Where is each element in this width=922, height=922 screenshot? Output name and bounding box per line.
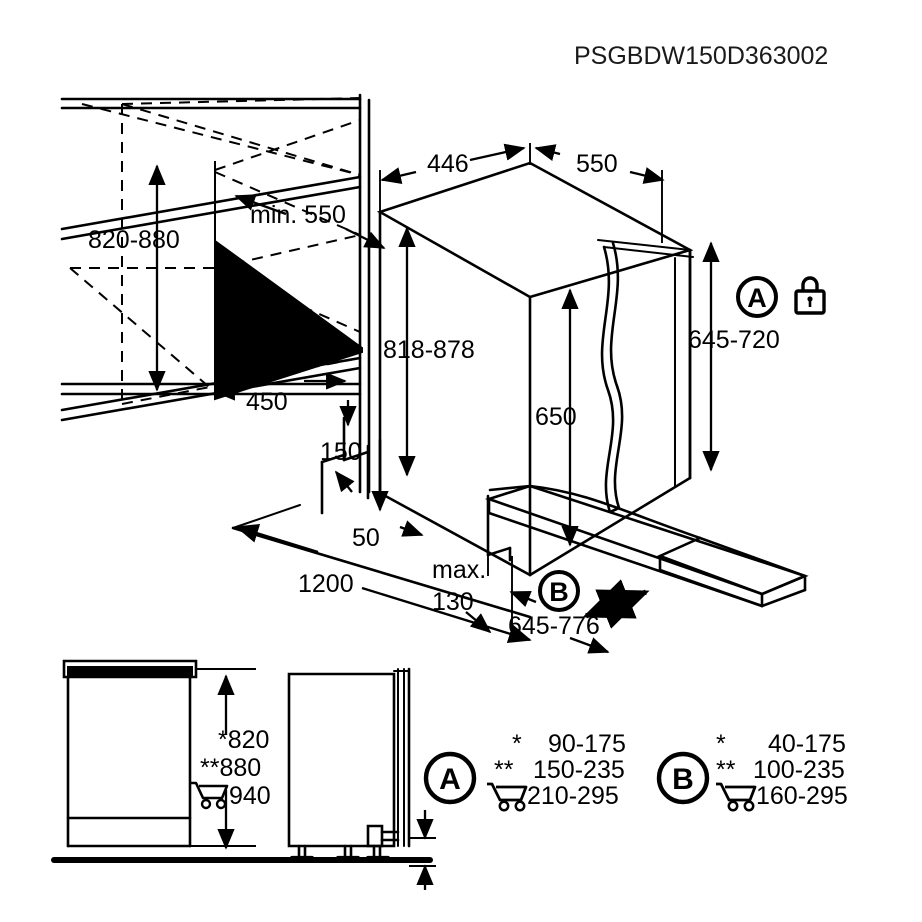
dim-650-label: 650: [535, 403, 577, 431]
legend-b-star2-value: 100-235: [753, 756, 845, 784]
dim-550-leader-left: [534, 144, 561, 161]
niche-cabinet-view: 820-880 min. 550 450: [60, 93, 386, 494]
drawing-title: PSGBDW150D363002: [574, 42, 828, 70]
dim-446-label: 446: [427, 150, 469, 178]
legend-a-badge-circle: [423, 751, 477, 805]
side-elevation-view: [287, 667, 436, 890]
dim-50-label: 50: [352, 524, 380, 552]
badge-b-circle: [538, 570, 580, 612]
legend-b-badge-label: B: [672, 763, 694, 796]
dim-550-label: 550: [576, 150, 618, 178]
legend-b-badge-circle: [656, 751, 710, 805]
dim-niche-height-label: 820-880: [88, 226, 180, 254]
dim-niche-depth-label: min. 550: [250, 201, 346, 229]
dim-550-leader-right: [629, 167, 665, 184]
dim-max-value-label: 130: [432, 588, 474, 616]
dim-645-776-leader-left: [509, 590, 537, 608]
front-height-cart-label: 940: [229, 782, 271, 810]
dim-max130-leader: [465, 611, 492, 634]
dim-446-leader-left: [380, 167, 417, 185]
front-height-star1-label: *820: [218, 726, 269, 754]
dim-50-leader-right: [399, 520, 424, 537]
dim-446-leader-right: [469, 143, 526, 162]
legend-a-badge-label: A: [439, 763, 461, 796]
dim-645-720-label: 645-720: [688, 326, 780, 354]
legend-b-star2-mark: **: [716, 756, 736, 784]
dim-150-leader-bottom: [334, 470, 355, 493]
legend-b: B * 40-175 ** 100-235 160-295: [656, 730, 848, 812]
legend-a-star2-mark: **: [494, 756, 514, 784]
dim-645-776-label: 645-776: [508, 612, 600, 640]
shopping-cart-icon: [191, 781, 229, 810]
front-elevation-view: *820 **880 940: [62, 659, 271, 850]
dim-150-label: 150: [320, 438, 362, 466]
dim-1200-leader-left: [235, 523, 319, 554]
door-slide-double-arrow: [582, 579, 650, 629]
badge-a-label: A: [747, 283, 767, 313]
legend-a-star1-value: 90-175: [548, 730, 626, 758]
legend-a: A * 90-175 ** 150-235 210-295: [423, 730, 626, 812]
legend-a-star1-mark: *: [512, 730, 522, 758]
appliance-isometric-view: 446 550 818-878 650 645-720 150 50: [231, 143, 826, 654]
legend-a-star2-value: 150-235: [533, 756, 625, 784]
dim-niche-width-label: 450: [246, 388, 288, 416]
badge-b-label: B: [549, 577, 569, 607]
dim-niche-depth-leader-left: [234, 194, 287, 216]
dim-645-776-leader-right: [569, 636, 610, 654]
front-height-star2-label: **880: [200, 754, 261, 782]
dim-818-878-label: 818-878: [383, 336, 475, 364]
legend-b-shopping-cart-icon: [716, 782, 757, 812]
legend-b-cart-value: 160-295: [756, 782, 848, 810]
dim-1200-label: 1200: [298, 570, 354, 598]
badge-a-circle: [736, 276, 778, 318]
legend-a-shopping-cart-icon: [487, 782, 528, 812]
legend-a-cart-value: 210-295: [527, 782, 619, 810]
dim-max-label: max.: [432, 556, 486, 584]
dim-1200-leader-right: [361, 586, 532, 644]
legend-b-star1-value: 40-175: [768, 730, 846, 758]
legend-b-star1-mark: *: [716, 730, 726, 758]
dim-niche-depth-leader-right: [345, 227, 386, 250]
padlock-icon: [794, 276, 826, 315]
